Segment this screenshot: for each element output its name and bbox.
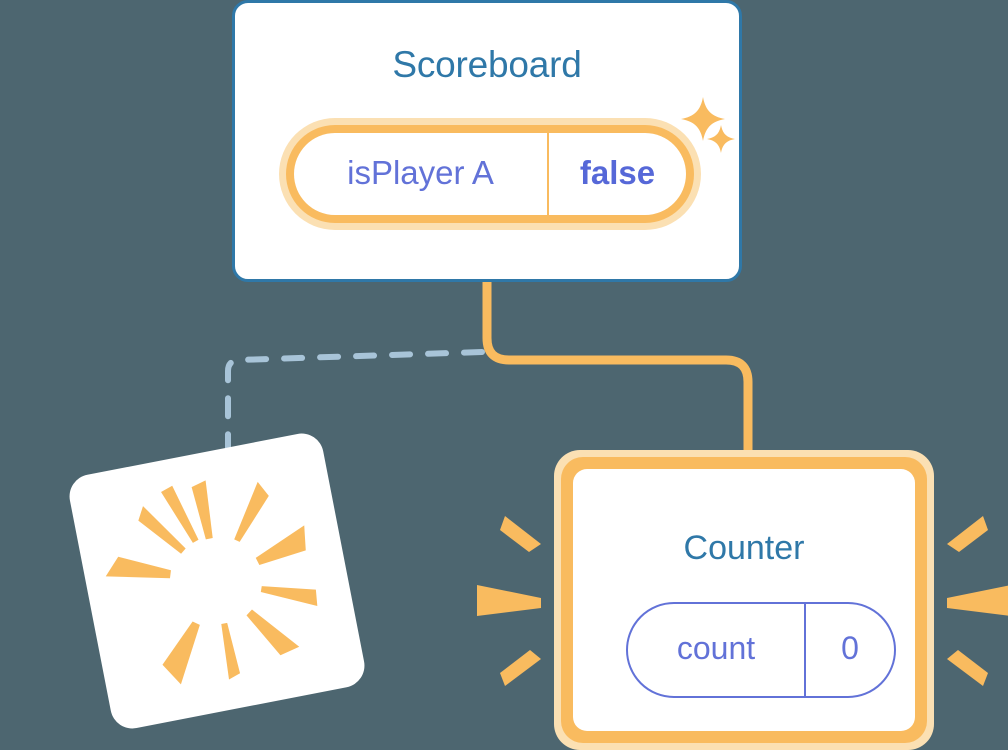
counter-pill-value: 0 (841, 630, 859, 666)
scoreboard-title: Scoreboard (392, 44, 582, 85)
flash-card[interactable] (65, 429, 369, 733)
scoreboard-pill-value: false (579, 154, 656, 191)
scoreboard-card[interactable]: Scoreboard isPlayer A false (232, 0, 742, 282)
scoreboard-pill-highlight-ring: isPlayer A false (286, 125, 694, 223)
burst-rays-icon (105, 480, 318, 685)
counter-pill-divider (804, 604, 806, 696)
counter-ray-right-top (947, 516, 988, 552)
solid-connector-path (482, 275, 753, 475)
scoreboard-pill-divider (547, 133, 549, 215)
sparkle-large-icon (681, 97, 725, 141)
counter-ray-left-top (500, 516, 541, 552)
counter-card-highlight-ring: Counter count 0 (561, 457, 927, 743)
counter-ray-right-bot (947, 650, 988, 686)
counter-title: Counter (683, 529, 805, 567)
scoreboard-state-pill[interactable]: isPlayer A false (279, 118, 701, 230)
counter-ray-left-mid (477, 585, 541, 616)
counter-ray-right-mid (947, 585, 1008, 616)
counter-card[interactable]: Counter count 0 (554, 450, 934, 750)
counter-ray-left-bot (500, 650, 541, 686)
scoreboard-pill-body: isPlayer A false (294, 133, 686, 215)
counter-pill-key: count (676, 630, 756, 666)
sparkle-small-icon (707, 125, 735, 153)
counter-card-body: Counter count 0 (573, 469, 915, 731)
counter-state-pill[interactable]: count 0 (626, 602, 896, 698)
scoreboard-pill-key: isPlayer A (347, 154, 494, 191)
